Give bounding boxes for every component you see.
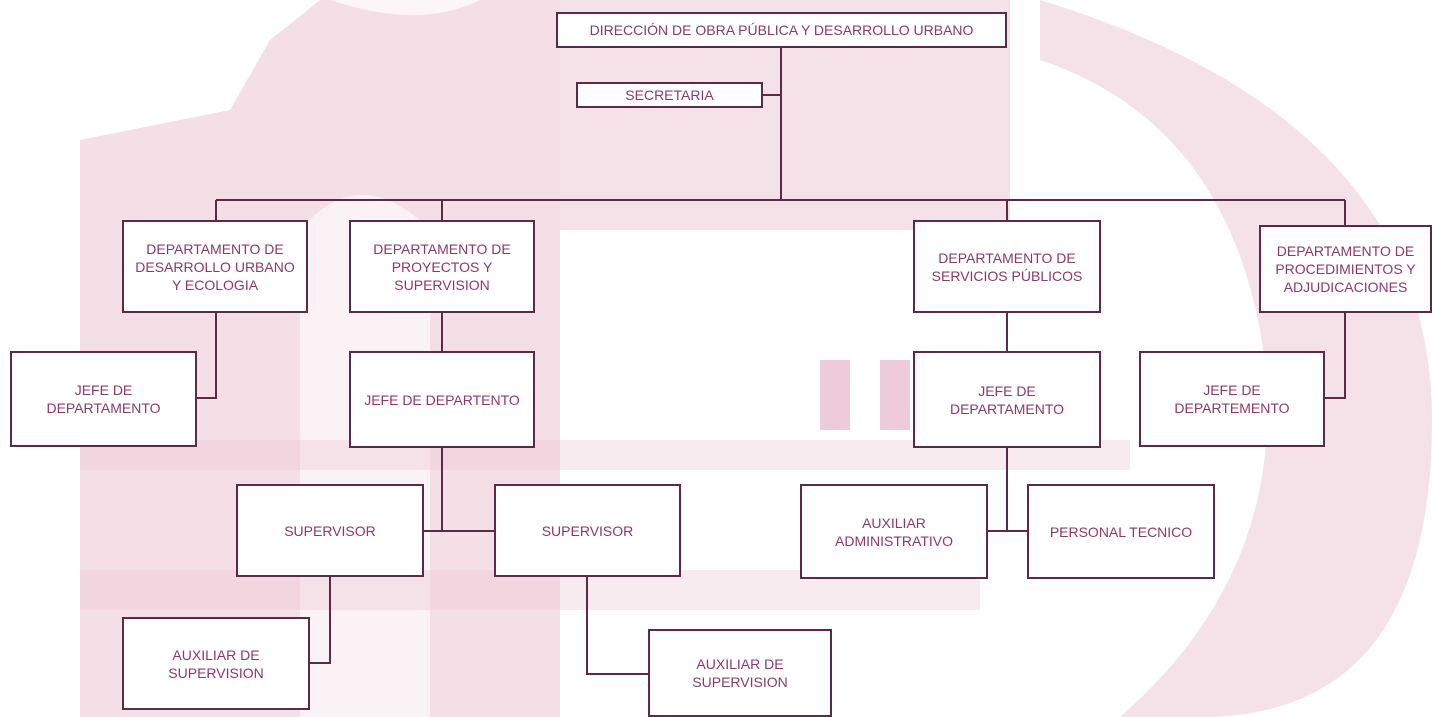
jefe-proyectos-node: JEFE DE DEPARTENTO [349,351,535,448]
auxiliar-supervision-1-node: AUXILIAR DE SUPERVISION [122,617,310,710]
dep-desarrollo-urbano-node: DEPARTAMENTO DE DESARROLLO URBANO Y ECOL… [122,220,308,313]
connector-jefe-procedimientos [1325,313,1346,399]
personal-tecnico-node: PERSONAL TECNICO [1027,484,1215,579]
auxiliar-supervision-2-node: AUXILIAR DE SUPERVISION [648,629,832,717]
dep-proyectos-node: DEPARTAMENTO DE PROYECTOS Y SUPERVISION [349,220,535,313]
secretaria-node: SECRETARIA [576,82,763,108]
dep-servicios-node: DEPARTAMENTO DE SERVICIOS PÚBLICOS [913,220,1101,313]
connector-jefe-desarrollo [197,313,217,399]
connector-aux-supervision-1 [310,577,331,664]
supervisor-2-node: SUPERVISOR [494,484,681,577]
supervisor-1-node: SUPERVISOR [236,484,424,577]
auxiliar-administrativo-node: AUXILIAR ADMINISTRATIVO [800,484,988,579]
jefe-desarrollo-node: JEFE DE DEPARTAMENTO [10,351,197,447]
connector-aux-supervision-2 [586,577,648,675]
direccion-node: DIRECCIÓN DE OBRA PÚBLICA Y DESARROLLO U… [556,12,1007,48]
jefe-procedimientos-node: JEFE DE DEPARTEMENTO [1139,351,1325,447]
jefe-servicios-node: JEFE DE DEPARTAMENTO [913,351,1101,448]
dep-procedimientos-node: DEPARTAMENTO DE PROCEDIMIENTOS Y ADJUDIC… [1259,225,1432,313]
